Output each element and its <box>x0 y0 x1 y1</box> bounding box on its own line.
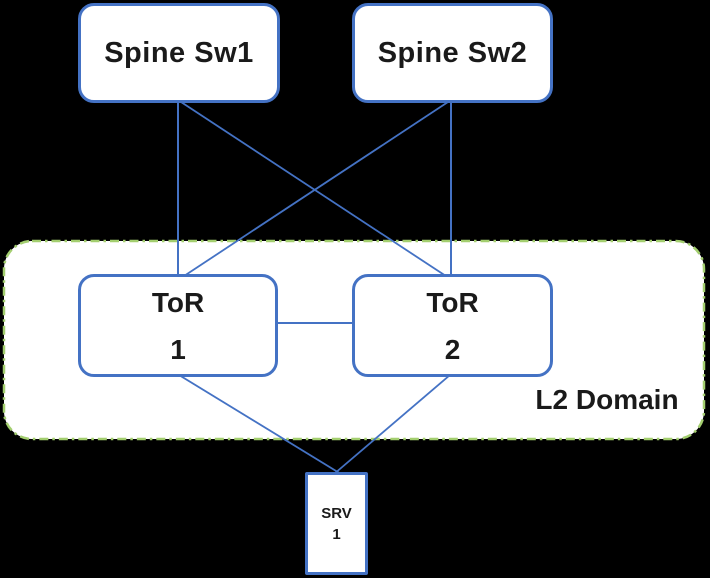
node-spine-sw1-label: Spine Sw1 <box>104 36 254 69</box>
node-spine-sw1: Spine Sw1 <box>78 3 280 103</box>
node-tor-2-label: ToR <box>426 286 479 318</box>
node-tor-1-label: ToR <box>151 286 205 318</box>
node-spine-sw2: Spine Sw2 <box>352 3 553 103</box>
node-srv-1: SRV 1 <box>305 472 368 575</box>
node-srv-1-label: SRV <box>321 504 352 522</box>
node-spine-sw2-label: Spine Sw2 <box>377 36 528 69</box>
link-spine2-tor1 <box>177 99 452 281</box>
node-srv-1-number: 1 <box>332 525 341 543</box>
link-tor2-srv1 <box>333 374 451 475</box>
node-tor-2: ToR 2 <box>352 274 553 377</box>
node-tor-1-number: 1 <box>170 333 186 365</box>
link-tor1-srv1 <box>178 374 342 475</box>
node-tor-1: ToR 1 <box>78 274 278 377</box>
l2-domain-label: L2 Domain <box>535 384 679 415</box>
node-tor-2-number: 2 <box>444 333 461 365</box>
